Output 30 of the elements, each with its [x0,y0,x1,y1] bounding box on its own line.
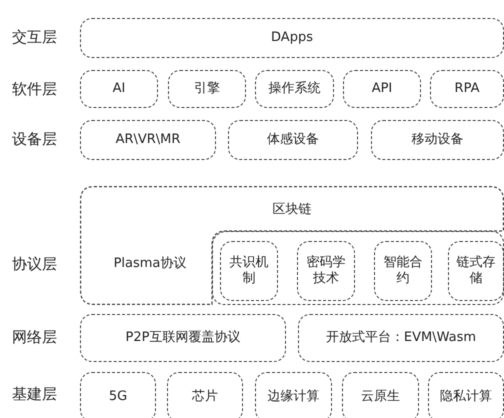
component-box: 开放式平台：EVM\Wasm [298,314,504,362]
component-box: DApps [80,18,504,58]
component-box: 密码学技术 [297,241,355,301]
component-box: 体感设备 [228,120,358,160]
component-box: 链式存储 [448,241,504,301]
layer-label: 设备层 [12,130,58,149]
component-box: 云原生 [342,372,419,418]
component-box: P2P互联网覆盖协议 [80,314,286,362]
component-box: 5G [80,372,156,418]
component-box: 引擎 [168,70,246,108]
layer-label: 协议层 [12,255,58,274]
component-box: API [343,70,421,108]
panel-frame [212,231,504,305]
layer-label: 交互层 [12,28,58,47]
component-box: AR\VR\MR [80,120,216,160]
component-box: AI [80,70,158,108]
component-box: 智能合约 [374,241,432,301]
component-box: 边缘计算 [255,372,332,418]
component-box: 操作系统 [255,70,334,108]
component-box: 移动设备 [371,120,504,160]
component-box: 共识机制 [220,241,278,301]
layer-label: 软件层 [12,80,58,99]
panel-text: Plasma协议 [112,256,188,272]
component-box: RPA [430,70,504,108]
layer-label: 基建层 [12,385,58,404]
panel-title: 区块链 [272,202,312,218]
layer-label: 网络层 [12,328,58,347]
component-box: 芯片 [167,372,243,418]
component-box: 隐私计算 [428,372,504,418]
layer-panel [80,186,504,305]
